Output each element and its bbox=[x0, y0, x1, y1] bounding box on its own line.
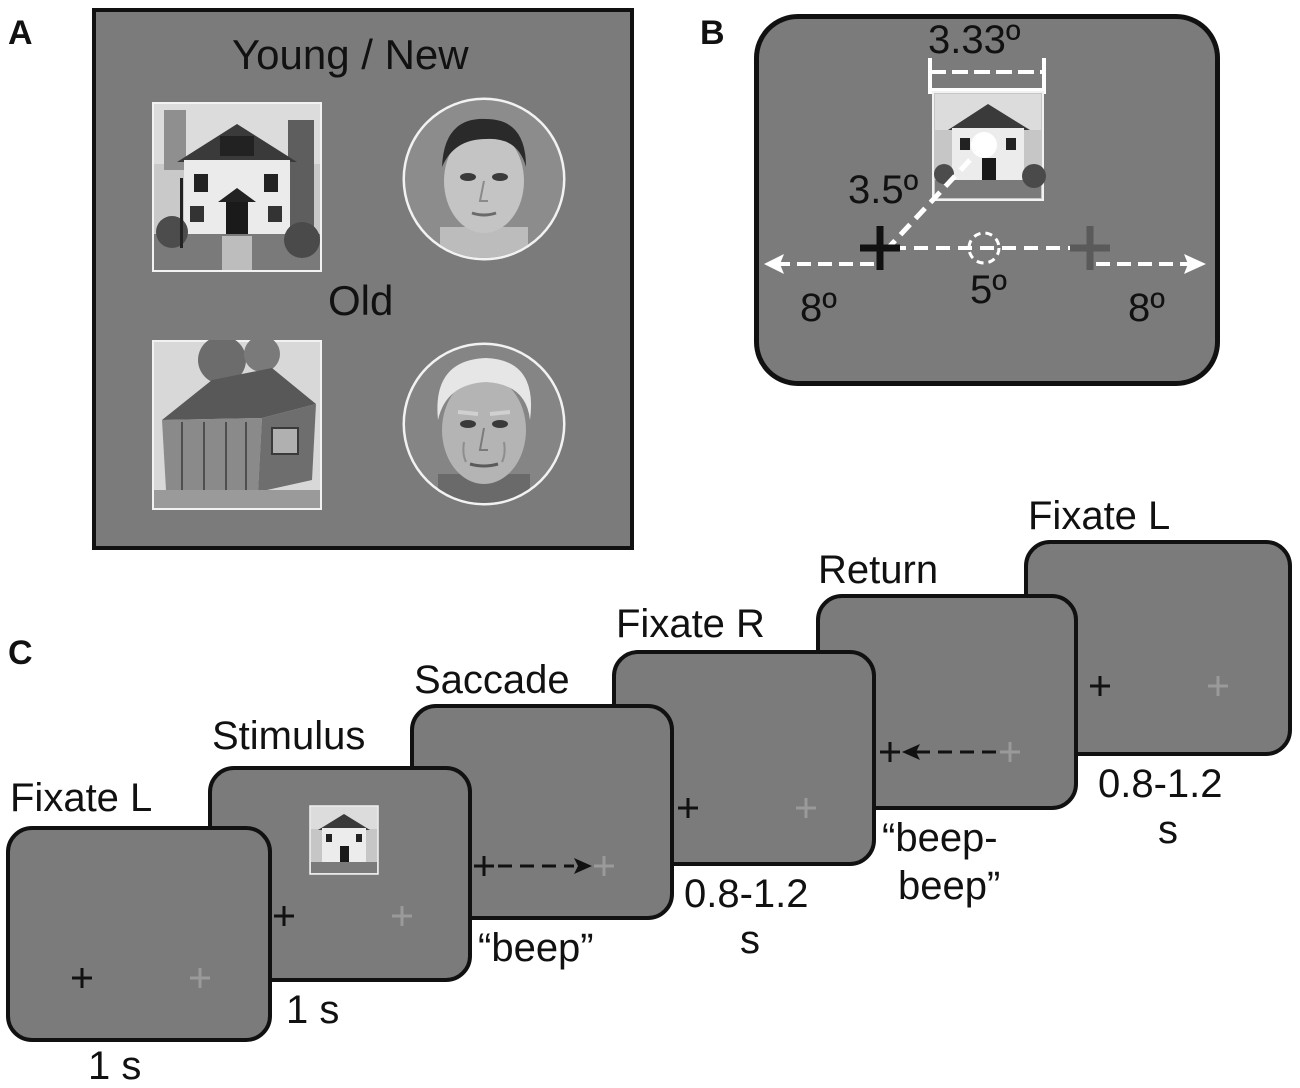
screen-4-left-cross bbox=[678, 798, 698, 818]
screen-2-caption: 1 s bbox=[286, 988, 340, 1032]
screen-5-right-cross bbox=[1000, 742, 1020, 762]
old-face-photo bbox=[402, 342, 566, 506]
panel-label-b: B bbox=[700, 14, 725, 52]
left-fixation-cross bbox=[860, 226, 900, 270]
young-new-label: Young / New bbox=[232, 31, 469, 78]
screen-1-title: Fixate L bbox=[10, 776, 153, 820]
screen-4-caption-2: s bbox=[740, 918, 760, 962]
screen-3-caption: “beep” bbox=[478, 926, 594, 970]
screen-1-fixate-l bbox=[6, 826, 272, 1042]
screen-1-caption: 1 s bbox=[88, 1044, 142, 1088]
right-fixation-cross bbox=[1070, 226, 1110, 270]
screen-1-left-cross bbox=[72, 968, 92, 988]
young-face-photo bbox=[402, 97, 566, 261]
screen-5-title: Return bbox=[818, 548, 939, 592]
old-house-photo bbox=[152, 340, 322, 510]
screen-1-right-cross bbox=[190, 968, 210, 988]
fixation-separation-label: 5º bbox=[970, 268, 1007, 312]
screen-6-caption-2: s bbox=[1158, 808, 1178, 852]
screen-3-left-cross bbox=[474, 856, 494, 876]
stimulus-width-label: 3.33º bbox=[928, 18, 1021, 62]
screen-2-left-cross bbox=[274, 906, 294, 926]
panel-b-geometry bbox=[764, 58, 1206, 274]
screen-6-right-cross bbox=[1208, 676, 1228, 696]
left-extent-label: 8º bbox=[800, 286, 837, 330]
screen-2-title: Stimulus bbox=[212, 714, 366, 758]
screen-3-right-cross bbox=[594, 856, 614, 876]
screen-4-title: Fixate R bbox=[616, 602, 765, 646]
young-house-photo bbox=[152, 102, 322, 272]
screen-6-caption-1: 0.8-1.2 bbox=[1098, 762, 1223, 806]
screen-6-left-cross bbox=[1090, 676, 1110, 696]
screen-3-title: Saccade bbox=[414, 658, 570, 702]
screen-6-title: Fixate L bbox=[1028, 494, 1171, 538]
panel-a-frame: Young / New Old bbox=[92, 8, 634, 550]
screen-5-caption-1: “beep- bbox=[882, 816, 998, 860]
old-label: Old bbox=[328, 277, 394, 324]
panel-label-a: A bbox=[8, 14, 33, 52]
screen-2-right-cross bbox=[392, 906, 412, 926]
screen-2-stimulus-thumbnail bbox=[309, 805, 379, 875]
panel-label-c: C bbox=[8, 634, 33, 672]
right-extent-label: 8º bbox=[1128, 286, 1165, 330]
screen-5-left-cross bbox=[880, 742, 900, 762]
screen-5-caption-2: beep” bbox=[898, 864, 1001, 908]
stimulus-offset-label: 3.5º bbox=[848, 168, 919, 212]
screen-4-right-cross bbox=[796, 798, 816, 818]
screen-4-caption-1: 0.8-1.2 bbox=[684, 872, 809, 916]
